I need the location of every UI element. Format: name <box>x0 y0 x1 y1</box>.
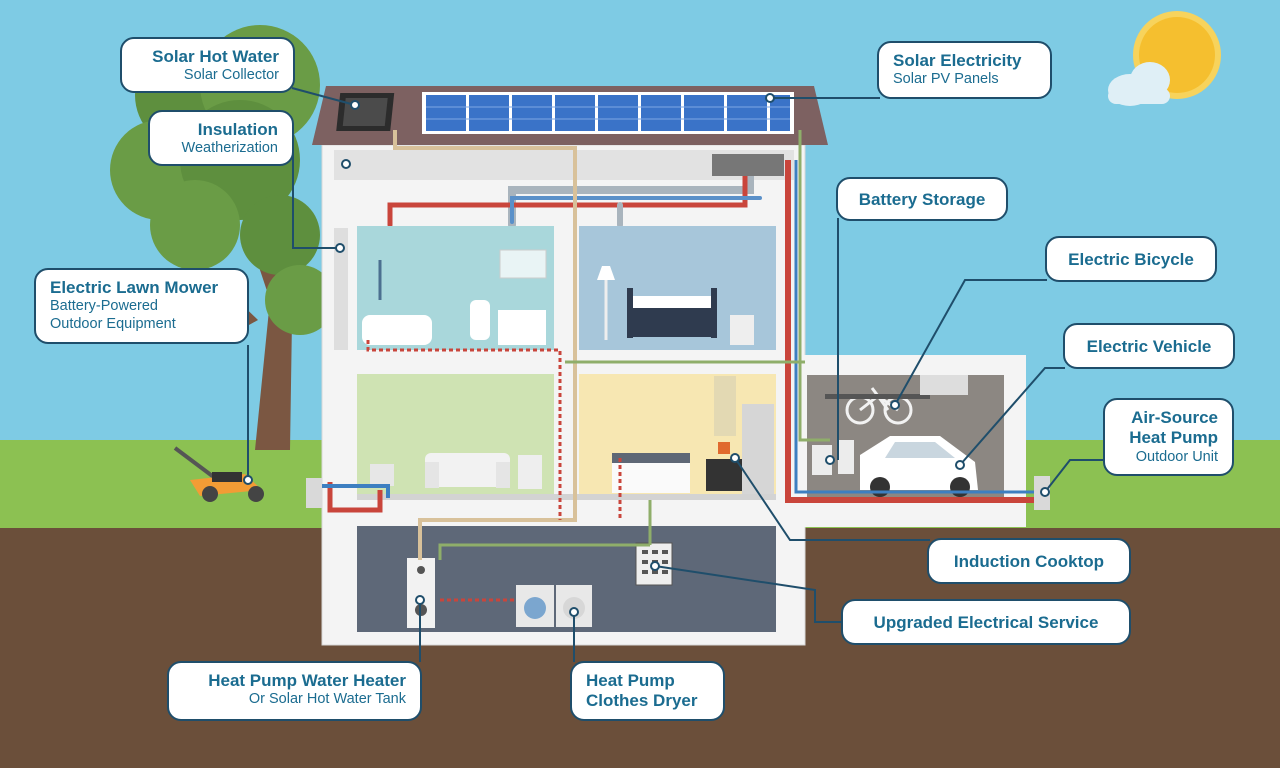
stove-icon <box>612 442 742 493</box>
battery-title: Battery Storage <box>858 190 986 209</box>
bicycle-icon <box>825 387 930 425</box>
heat-pump-title1: Air-Source <box>1131 408 1218 427</box>
lawn-mower-sub1: Battery-Powered <box>50 298 158 315</box>
cooktop-title: Induction Cooktop <box>953 552 1105 571</box>
label-upgraded-electrical-service: Upgraded Electrical Service <box>841 599 1131 645</box>
label-induction-cooktop: Induction Cooktop <box>927 538 1131 584</box>
pipes-and-wiring <box>322 130 1034 602</box>
solar-electricity-title: Solar Electricity <box>893 51 1022 70</box>
label-insulation: Insulation Weatherization <box>148 110 294 166</box>
electrical-title: Upgraded Electrical Service <box>873 613 1099 632</box>
inverter <box>712 154 784 176</box>
label-solar-electricity: Solar Electricity Solar PV Panels <box>877 41 1052 99</box>
label-electric-vehicle: Electric Vehicle <box>1063 323 1235 369</box>
battery-unit <box>838 440 854 474</box>
sofa-icon <box>370 453 542 489</box>
insulation-sub: Weatherization <box>181 140 278 157</box>
dryer-title2: Clothes Dryer <box>586 691 698 711</box>
solar-electricity-sub: Solar PV Panels <box>893 71 999 88</box>
label-heat-pump-water-heater: Heat Pump Water Heater Or Solar Hot Wate… <box>167 661 422 721</box>
bed-icon <box>597 266 754 345</box>
label-battery-storage: Battery Storage <box>836 177 1008 221</box>
vehicle-title: Electric Vehicle <box>1086 337 1212 356</box>
callout-dots <box>243 93 1050 617</box>
solar-hot-water-sub: Solar Collector <box>183 67 279 84</box>
insulation-wall <box>334 228 348 350</box>
cloud-icon <box>1108 62 1170 106</box>
label-heat-pump-clothes-dryer: Heat Pump Clothes Dryer <box>570 661 725 721</box>
solar-collector-icon <box>336 93 395 131</box>
bicycle-title: Electric Bicycle <box>1068 250 1194 269</box>
lawn-mower-sub2: Outdoor Equipment <box>50 315 176 332</box>
heat-pump-sub: Outdoor Unit <box>1135 448 1218 465</box>
water-heater-title: Heat Pump Water Heater <box>208 671 406 690</box>
fridge-icon <box>714 376 774 494</box>
label-electric-lawn-mower: Electric Lawn Mower Battery-Powered Outd… <box>34 268 249 344</box>
bathtub-icon <box>362 249 547 345</box>
solar-hot-water-title: Solar Hot Water <box>152 47 279 66</box>
lawn-mower-title: Electric Lawn Mower <box>50 278 219 297</box>
heat-pump-title2: Heat Pump <box>1129 428 1218 448</box>
ev-charger <box>812 445 832 475</box>
ducts <box>387 171 762 229</box>
washer-icon <box>516 585 554 627</box>
label-electric-bicycle: Electric Bicycle <box>1045 236 1217 282</box>
label-air-source-heat-pump: Air-Source Heat Pump Outdoor Unit <box>1103 398 1234 476</box>
callout-lines <box>247 87 1105 662</box>
water-heater-sub: Or Solar Hot Water Tank <box>248 691 406 708</box>
label-solar-hot-water: Solar Hot Water Solar Collector <box>120 37 295 93</box>
insulation-title: Insulation <box>197 120 278 139</box>
solar-panel-icon <box>422 92 794 134</box>
dryer-title1: Heat Pump <box>586 671 675 690</box>
